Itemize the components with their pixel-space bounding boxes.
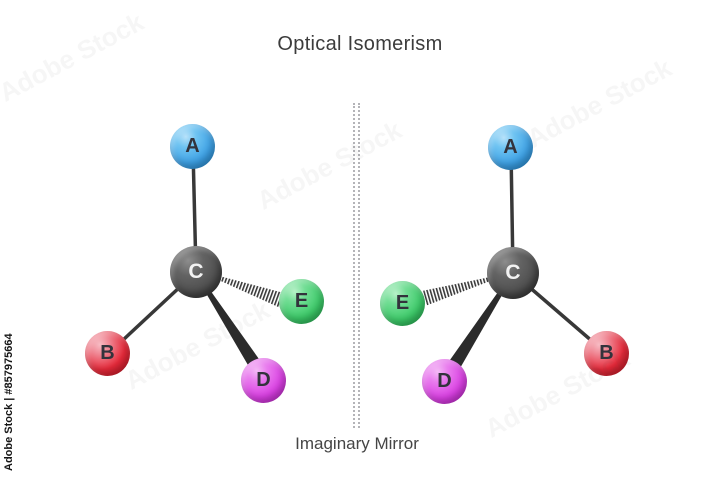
atom-b-right: B bbox=[584, 331, 629, 376]
atom-c-right: C bbox=[487, 247, 539, 299]
atom-c-left: C bbox=[170, 246, 222, 298]
bond-ce-left-hashed-wedge bbox=[218, 276, 284, 308]
atom-a-right: A bbox=[488, 125, 533, 170]
bond-cd-right-solid-wedge bbox=[449, 290, 504, 368]
atom-e-left: E bbox=[279, 279, 324, 324]
imaginary-mirror-line bbox=[353, 103, 360, 428]
bond-cd-left-solid-wedge bbox=[204, 288, 262, 370]
atom-a-left: A bbox=[170, 124, 215, 169]
page-title: Optical Isomerism bbox=[277, 33, 443, 55]
mirror-label: Imaginary Mirror bbox=[295, 434, 419, 453]
adobe-stock-watermark: Adobe Stock | #857975664 bbox=[3, 333, 15, 471]
bond-ce-right-hashed-wedge bbox=[423, 277, 491, 306]
atom-d-left: D bbox=[241, 358, 286, 403]
atom-e-right: E bbox=[380, 281, 425, 326]
atom-b-left: B bbox=[85, 331, 130, 376]
atom-d-right: D bbox=[422, 359, 467, 404]
